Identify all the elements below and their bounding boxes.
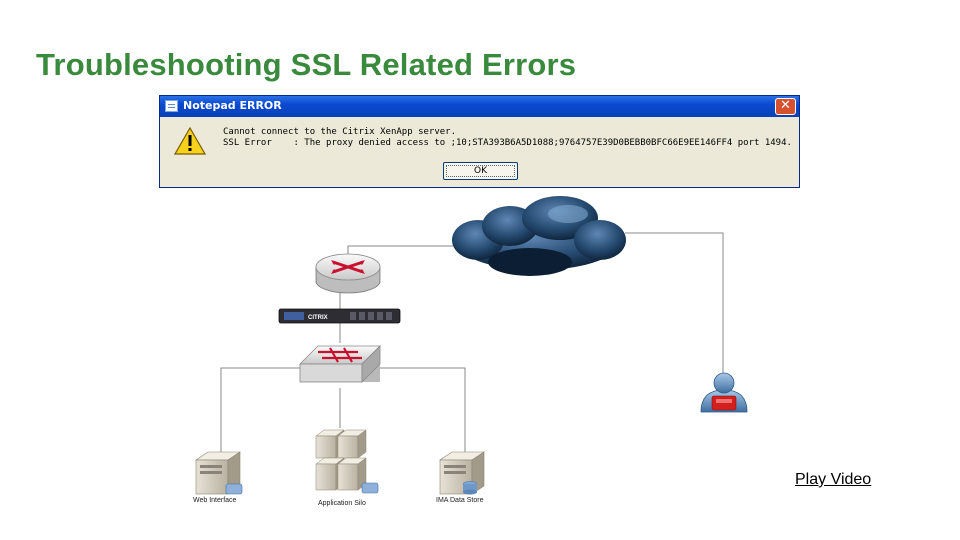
play-video-link[interactable]: Play Video	[795, 471, 872, 488]
line-cloud-to-client	[625, 232, 724, 378]
dialog-message-line-1: Cannot connect to the Citrix XenApp serv…	[223, 127, 456, 137]
ima-data-store-label: IMA Data Store	[436, 497, 484, 504]
internet-cloud-icon	[452, 196, 626, 276]
warning-icon	[174, 127, 206, 155]
ok-button[interactable]: OK	[443, 162, 518, 180]
dialog-close-button[interactable]: ✕	[775, 98, 796, 115]
router-icon	[315, 253, 381, 294]
dialog-titlebar[interactable]: Notepad ERROR ✕	[160, 96, 799, 117]
dialog-message-line-2: SSL Error : The proxy denied access to ;…	[223, 138, 792, 148]
notepad-icon	[165, 100, 178, 112]
web-interface-server-icon	[195, 451, 243, 495]
netscaler-appliance-icon	[278, 308, 401, 324]
app-server-2	[337, 429, 367, 459]
web-interface-label: Web Interface	[193, 497, 237, 504]
slide-title: Troubleshooting SSL Related Errors	[36, 47, 577, 82]
connection-lines	[220, 232, 724, 452]
application-silo-label: Application Silo	[318, 500, 366, 507]
dialog-message: Cannot connect to the Citrix XenApp serv…	[223, 127, 792, 149]
application-silo-servers-icon	[315, 429, 379, 494]
error-dialog: Notepad ERROR ✕ Cannot connect to the Ci…	[159, 95, 800, 188]
ima-data-store-server-icon	[439, 451, 485, 495]
switch-icon	[299, 345, 381, 383]
netscaler-label: CITRIX	[308, 315, 328, 321]
line-switch-to-ima-data-store	[378, 367, 466, 452]
app-server-4	[337, 457, 367, 491]
client-user-icon	[700, 372, 748, 413]
line-switch-to-web-interface	[220, 367, 302, 452]
dialog-title: Notepad ERROR	[183, 99, 282, 112]
